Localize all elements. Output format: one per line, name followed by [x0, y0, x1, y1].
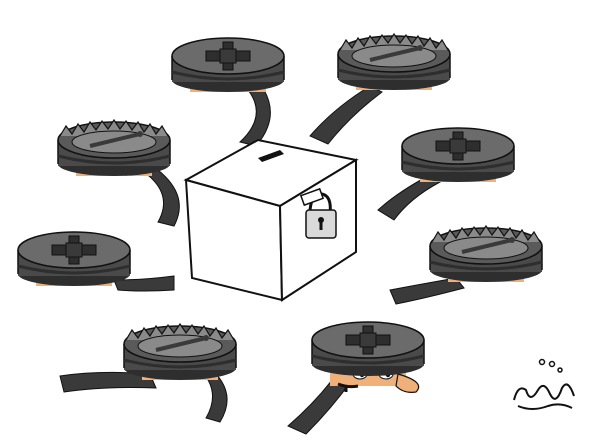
scarf-tail — [202, 373, 228, 423]
scarf-tail — [389, 277, 465, 305]
scarf-tail — [142, 169, 180, 227]
moustache — [337, 382, 359, 392]
trap-figure-top-right — [309, 32, 452, 145]
scarf-tail — [377, 175, 442, 221]
ballot-box — [183, 138, 359, 302]
ballot-slot — [258, 150, 284, 162]
scarf-tail — [113, 275, 175, 292]
trap-figure-right — [377, 126, 516, 221]
trap-figure-left — [16, 230, 175, 292]
padlock — [299, 187, 337, 239]
scarf-tail — [59, 371, 157, 393]
artist-signature — [513, 358, 575, 410]
trap-figure-bottom-center — [287, 320, 426, 435]
trap-figure-bottom-left — [59, 322, 238, 423]
scarf-tail — [287, 371, 353, 435]
trap-figure-upper-left — [56, 118, 180, 227]
trap-figure-lower-right — [389, 224, 544, 305]
scarf-tail — [309, 85, 383, 145]
nose — [395, 373, 420, 393]
